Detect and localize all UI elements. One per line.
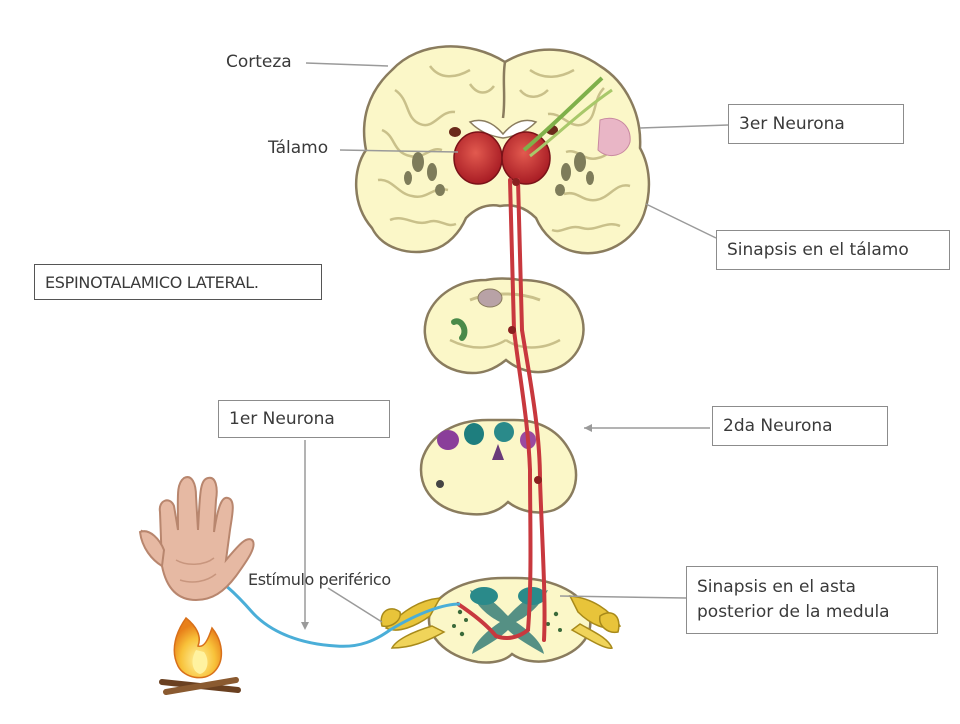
medulla-nucleus-right (494, 422, 514, 442)
label-primer-neurona: 1er Neurona (218, 400, 390, 438)
ventral-root-right (570, 623, 613, 649)
hand-icon (138, 476, 255, 602)
midbrain-green-tract (451, 318, 468, 341)
sensory-cortex-patch (597, 117, 631, 157)
thalamus-right (501, 131, 551, 185)
ventral-root-left (390, 625, 446, 649)
basal-ganglia-right (555, 152, 594, 196)
lateral-ventricles (468, 119, 538, 139)
dorsal-root-left (384, 597, 442, 631)
medulla-nucleus-left (437, 430, 459, 450)
spinal-cord-section (380, 576, 622, 664)
label-tercer-neurona: 3er Neurona (728, 104, 904, 144)
midbrain-outline (423, 277, 585, 375)
basal-ganglia-left (404, 152, 445, 196)
label-talamo: Tálamo (268, 138, 329, 158)
peripheral-nerve (205, 570, 461, 648)
label-segunda-neurona: 2da Neurona (712, 406, 888, 446)
longitudinal-fissure (501, 61, 507, 119)
label-corteza: Corteza (226, 52, 292, 72)
third-neuron-radiation (522, 76, 604, 152)
thalamus-left (453, 131, 503, 185)
label-sinapsis-talamo: Sinapsis en el tálamo (716, 230, 950, 270)
pathway-title: ESPINOTALAMICO LATERAL. (34, 264, 322, 300)
leader-lines (304, 62, 729, 626)
spinothalamic-tract (456, 178, 547, 642)
label-sinapsis-asta: Sinapsis en el asta posterior de la medu… (686, 566, 938, 634)
medulla-nucleus-mid (464, 423, 484, 445)
label-estimulo: Estímulo periférico (248, 570, 391, 589)
label-sinapsis-asta-line2: posterior de la medula (697, 602, 890, 622)
label-sinapsis-asta-line1: Sinapsis en el asta (697, 577, 856, 598)
midbrain-section (423, 277, 585, 375)
brain-section (355, 45, 651, 255)
medulla-section (419, 418, 578, 516)
fire-icon (159, 616, 241, 695)
